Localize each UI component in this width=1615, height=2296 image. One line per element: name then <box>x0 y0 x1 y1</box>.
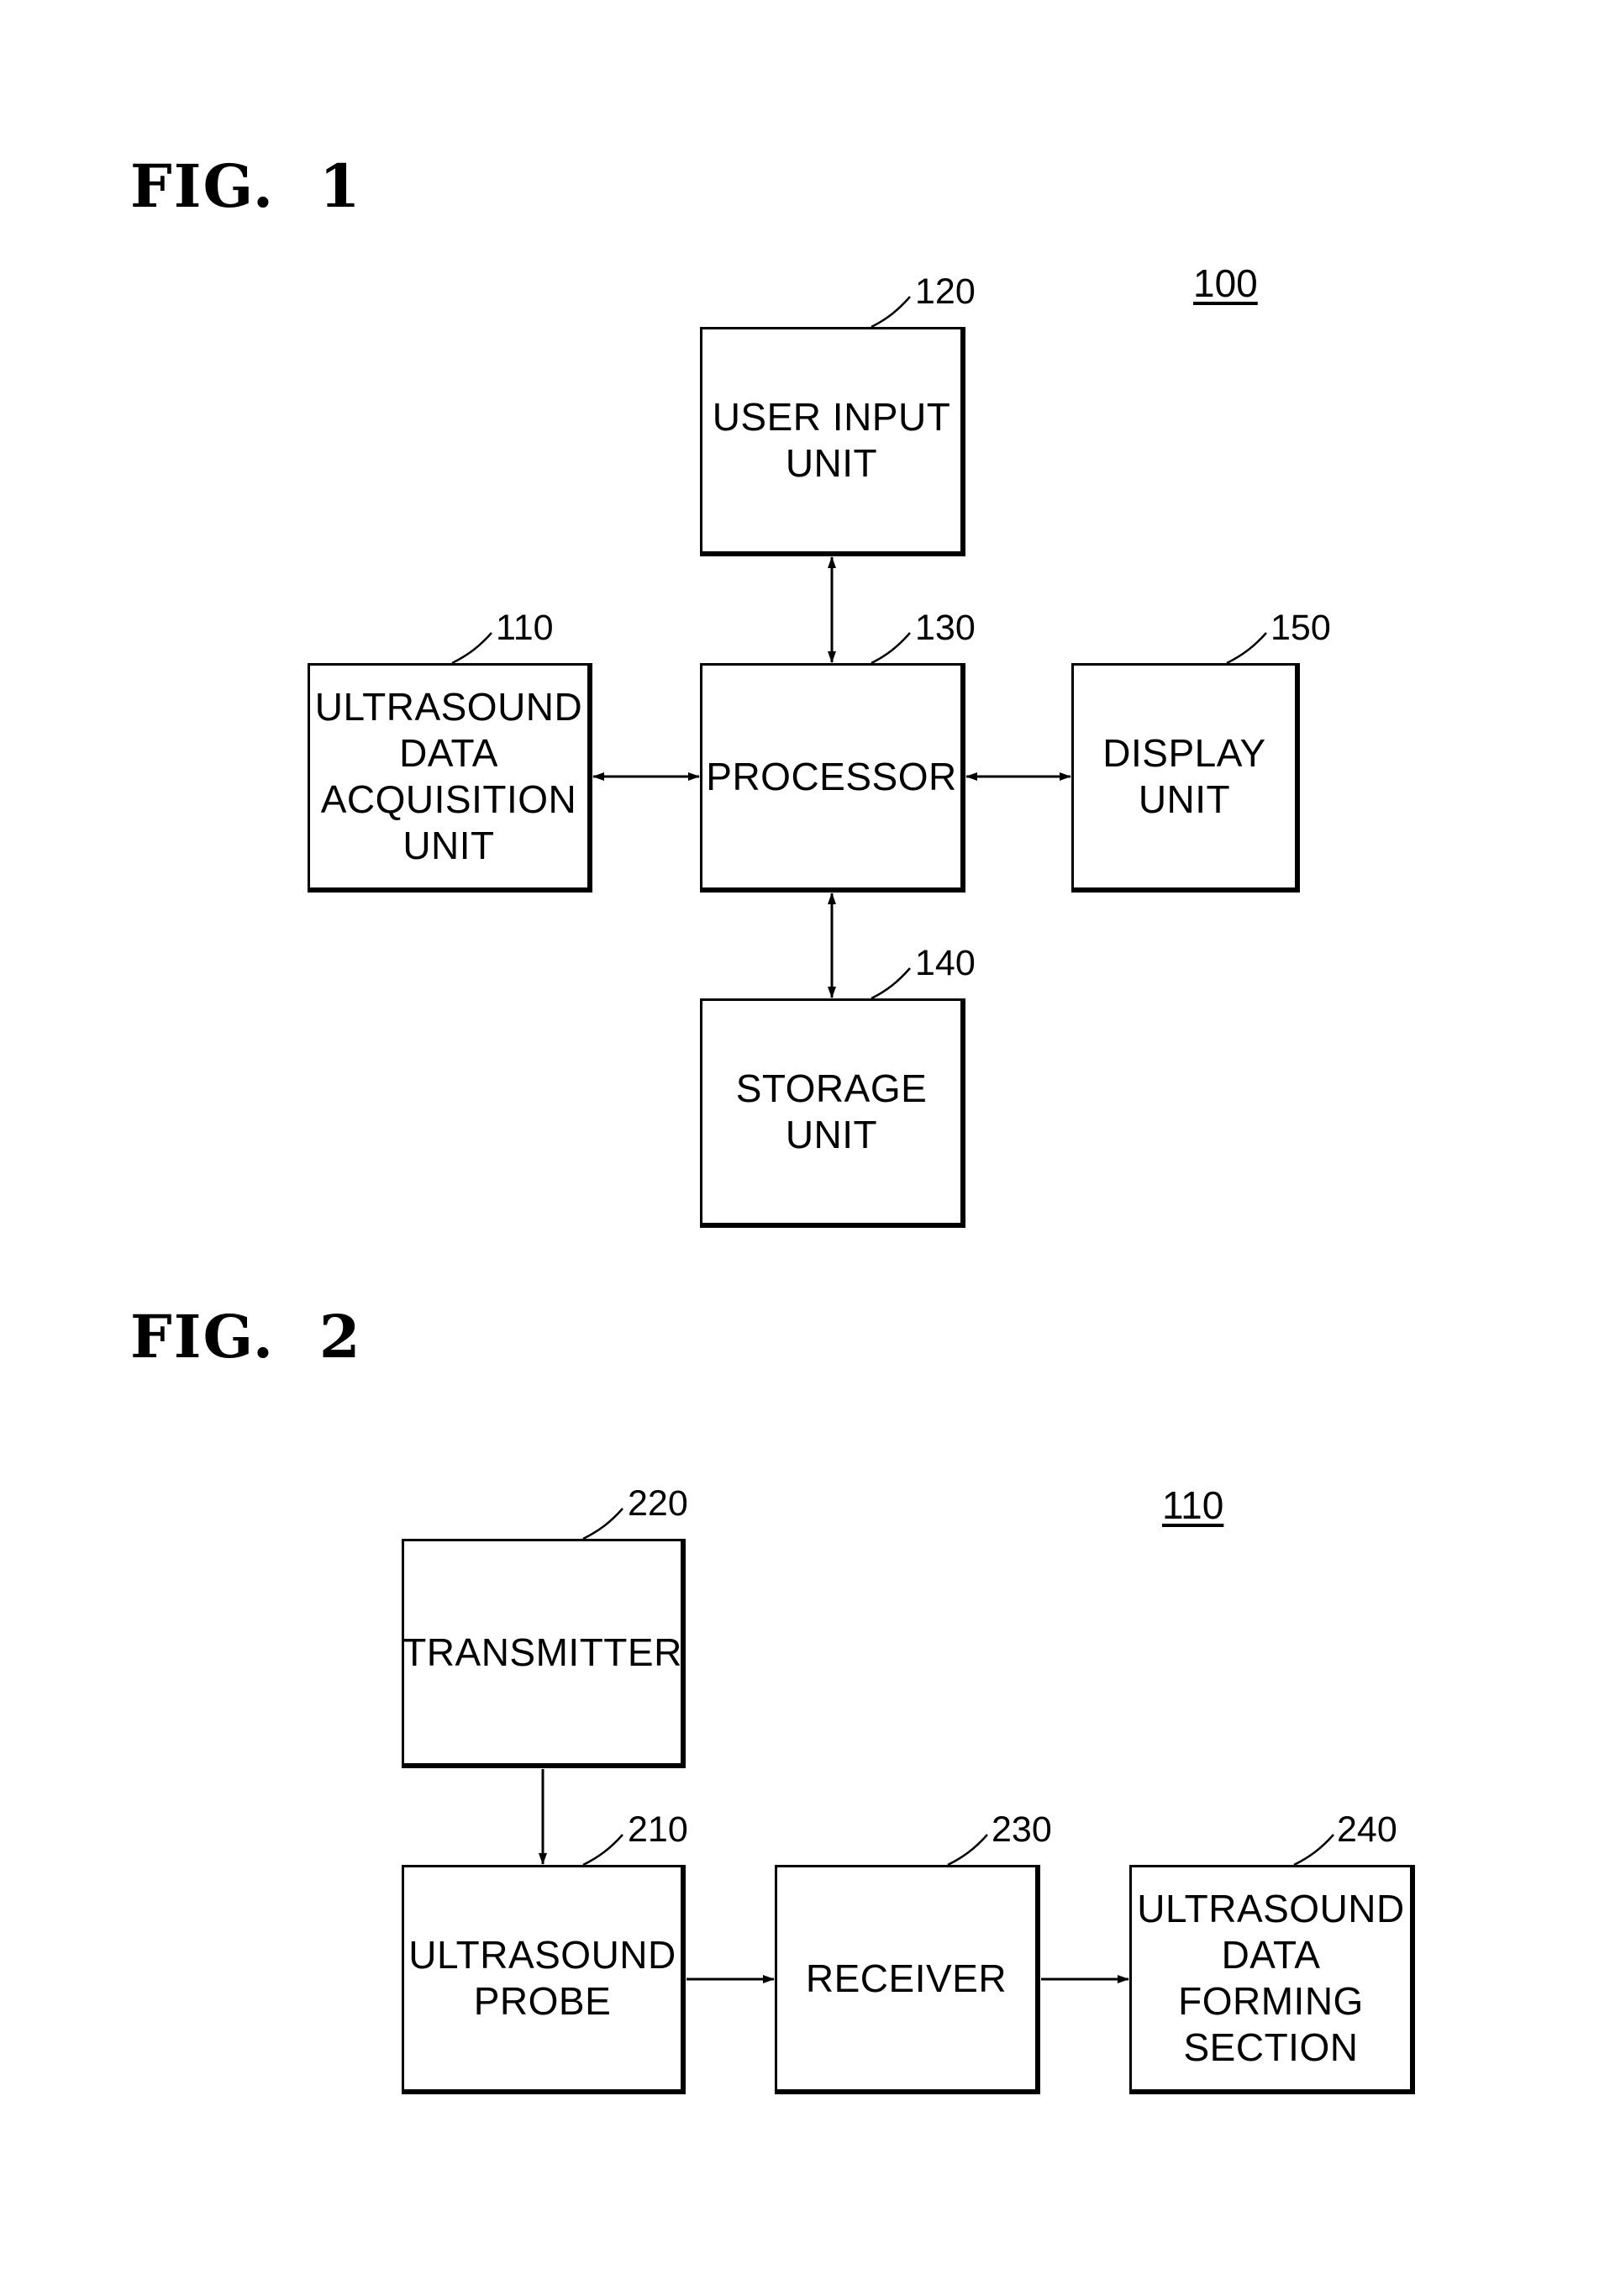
leader-130 <box>871 633 910 663</box>
leader-120 <box>871 297 910 327</box>
leader-210 <box>583 1835 623 1865</box>
leader-230 <box>948 1835 987 1865</box>
leader-220 <box>583 1509 623 1539</box>
leader-140 <box>871 968 910 998</box>
leader-150 <box>1227 633 1266 663</box>
leader-110 <box>452 633 492 663</box>
leader-240 <box>1294 1835 1334 1865</box>
